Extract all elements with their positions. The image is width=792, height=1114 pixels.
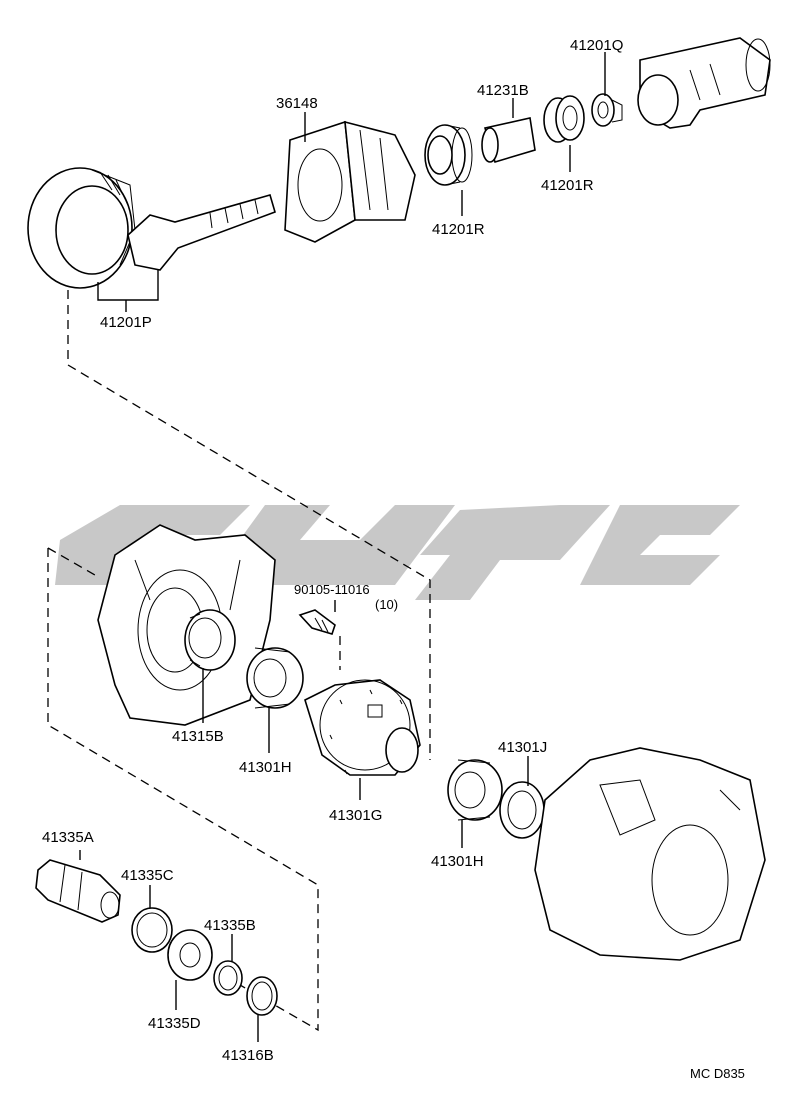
dashed-guides [47,290,431,1032]
label-41335b: 41335B [204,917,256,934]
snap-ring-41335c [131,907,173,953]
label-41201r-a: 41201R [432,221,485,238]
label-41335a: 41335A [42,829,94,846]
label-41231b: 41231B [477,82,529,99]
label-41315b: 41315B [172,728,224,745]
label-41301h-a: 41301H [239,759,292,776]
oil-seal-41201q [591,93,623,127]
transaxle-case-left [97,524,276,726]
ring-pinion-gear [27,167,276,289]
label-41301h-b: 41301H [431,853,484,870]
label-41201p: 41201P [100,314,152,331]
label-41301g: 41301G [329,807,382,824]
diagram-code: MC D835 [690,1066,745,1081]
spacer-41231b [481,117,536,163]
transaxle-case-right [534,747,766,961]
companion-flange [637,37,771,129]
bearing-41301h-left [246,647,304,709]
label-36148: 36148 [276,95,318,112]
label-41335d: 41335D [148,1015,201,1032]
label-41316b: 41316B [222,1047,274,1064]
bearing-41335d [167,929,213,981]
label-90105: 90105-11016 [294,582,370,597]
shim-41301j [499,781,545,839]
label-90105-qty: (10) [375,597,398,612]
snap-ring-41316b [246,976,278,1016]
leader-lines [79,52,606,1042]
snap-ring-41335b [213,960,243,996]
watermark-logo [55,505,740,600]
bearing-41201r-right [543,95,585,143]
bearing-41201r [424,124,473,186]
extension-housing [284,120,416,243]
differential-case-41301g [304,679,421,776]
label-41201q: 41201Q [570,37,623,54]
speedometer-shaft-41335a [35,859,121,923]
label-41201r-b: 41201R [541,177,594,194]
race-41315b [184,609,236,671]
bearing-41301h-right [447,759,503,821]
bolt-90105 [298,609,336,635]
label-41335c: 41335C [121,867,174,884]
label-41301j: 41301J [498,739,547,756]
